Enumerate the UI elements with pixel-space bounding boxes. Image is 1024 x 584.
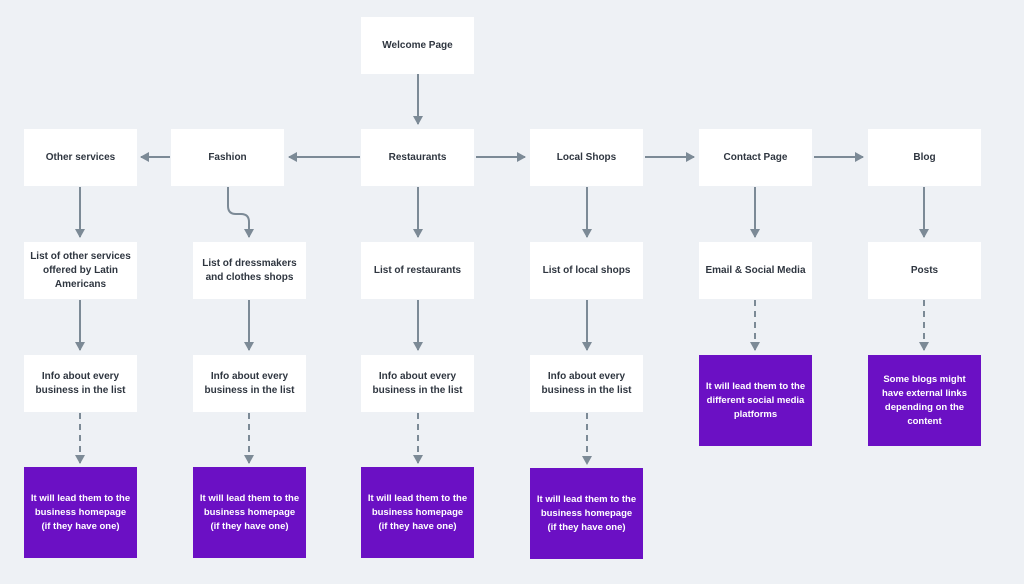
node-list-other-services: List of other services offered by Latin … (24, 242, 137, 299)
node-lead-fashion: It will lead them to the business homepa… (193, 467, 306, 558)
node-welcome-page: Welcome Page (361, 17, 474, 74)
node-email-social-media: Email & Social Media (699, 242, 812, 299)
node-lead-restaurants: It will lead them to the business homepa… (361, 467, 474, 558)
node-info-local-shops: Info about every business in the list (530, 355, 643, 412)
node-list-local-shops: List of local shops (530, 242, 643, 299)
node-restaurants: Restaurants (361, 129, 474, 186)
node-blog-external-links: Some blogs might have external links dep… (868, 355, 981, 446)
node-info-restaurants: Info about every business in the list (361, 355, 474, 412)
node-lead-local-shops: It will lead them to the business homepa… (530, 468, 643, 559)
node-posts: Posts (868, 242, 981, 299)
node-list-dressmakers: List of dressmakers and clothes shops (193, 242, 306, 299)
node-fashion: Fashion (171, 129, 284, 186)
node-info-other-services: Info about every business in the list (24, 355, 137, 412)
node-info-fashion: Info about every business in the list (193, 355, 306, 412)
node-blog: Blog (868, 129, 981, 186)
node-other-services: Other services (24, 129, 137, 186)
node-contact-page: Contact Page (699, 129, 812, 186)
node-local-shops: Local Shops (530, 129, 643, 186)
arrow-fashion-to-list (227, 187, 254, 238)
node-lead-other-services: It will lead them to the business homepa… (24, 467, 137, 558)
node-social-platforms: It will lead them to the different socia… (699, 355, 812, 446)
node-list-restaurants: List of restaurants (361, 242, 474, 299)
